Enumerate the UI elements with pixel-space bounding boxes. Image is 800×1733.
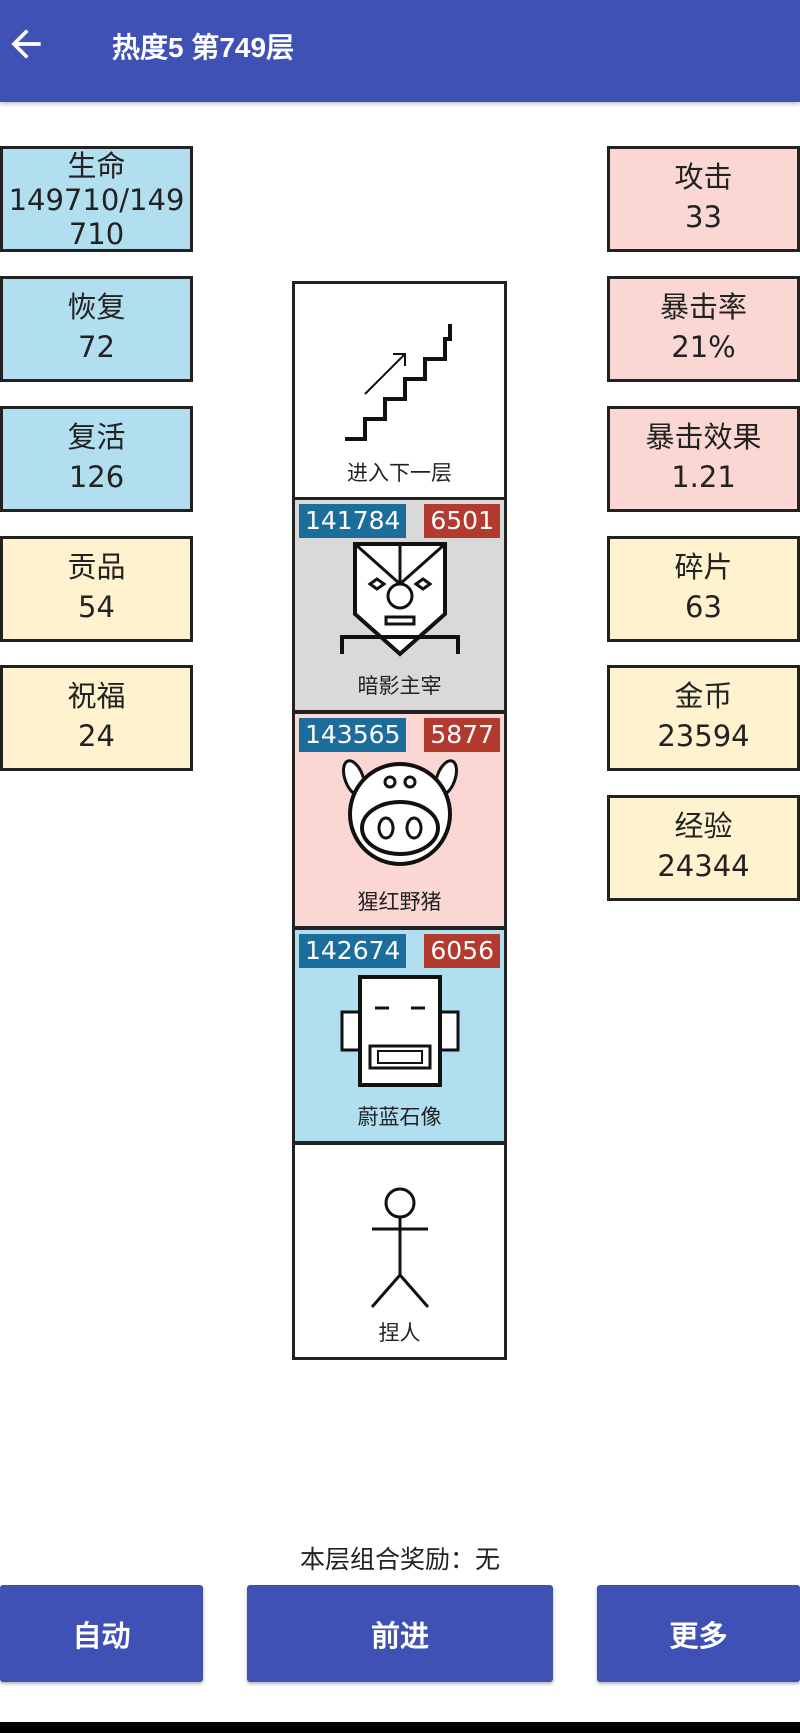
- hp-badge: 141784: [299, 504, 407, 538]
- stat-gold: 金币 23594: [607, 665, 800, 771]
- more-button[interactable]: 更多: [597, 1585, 800, 1682]
- system-nav-bar: [0, 1722, 800, 1733]
- cell-monster[interactable]: 141784 6501 暗影主宰: [292, 497, 507, 713]
- stat-value: 33: [685, 200, 722, 234]
- stat-crit-effect: 暴击效果 1.21: [607, 406, 800, 512]
- forward-button[interactable]: 前进: [247, 1585, 553, 1682]
- auto-button[interactable]: 自动: [0, 1585, 203, 1682]
- combo-reward-text: 本层组合奖励：无: [299, 1545, 500, 1574]
- stat-label: 经验: [674, 809, 733, 843]
- stat-label: 祝福: [67, 679, 126, 713]
- stat-value: 1.21: [671, 460, 736, 494]
- app-bar: 热度5 第749层: [0, 0, 800, 102]
- stat-value: 24344: [657, 849, 750, 883]
- attack-badge: 6501: [424, 504, 500, 538]
- stat-label: 贡品: [67, 550, 126, 584]
- cell-monster[interactable]: 142674 6056 蔚蓝石像: [292, 927, 507, 1144]
- stick-figure-icon: [370, 1187, 429, 1308]
- statue-monster-icon: [340, 975, 459, 1087]
- stat-tribute: 贡品 54: [0, 536, 193, 642]
- stat-regen: 恢复 72: [0, 276, 193, 382]
- stat-label: 复活: [67, 420, 126, 454]
- stat-revive: 复活 126: [0, 406, 193, 512]
- cell-next-floor[interactable]: 进入下一层: [292, 281, 507, 500]
- cell-monster[interactable]: 143565 5877 猩红野猪: [292, 711, 507, 929]
- cell-label: 暗影主宰: [357, 674, 442, 698]
- cell-label: 捏人: [378, 1321, 421, 1345]
- stat-attack: 攻击 33: [607, 146, 800, 252]
- stat-value: 24: [78, 719, 115, 753]
- stat-exp: 经验 24344: [607, 795, 800, 901]
- stat-blessing: 祝福 24: [0, 665, 193, 771]
- attack-badge: 5877: [424, 718, 500, 752]
- stat-crit-rate: 暴击率 21%: [607, 276, 800, 382]
- cell-label: 进入下一层: [347, 461, 452, 485]
- page-title: 热度5 第749层: [112, 32, 295, 63]
- stat-label: 碎片: [674, 550, 733, 584]
- stat-label: 攻击: [674, 160, 733, 194]
- cell-label: 猩红野猪: [357, 890, 442, 914]
- stat-value: 23594: [657, 719, 750, 753]
- cell-player[interactable]: 捏人: [292, 1142, 507, 1360]
- stat-value: 149710/149710: [8, 183, 185, 251]
- arrow-left-icon[interactable]: [4, 22, 48, 66]
- stat-label: 暴击效果: [645, 420, 762, 454]
- hp-badge: 142674: [299, 934, 407, 968]
- stat-value: 21%: [671, 330, 736, 364]
- stat-value: 54: [78, 590, 115, 624]
- stat-value: 72: [78, 330, 115, 364]
- stat-shards: 碎片 63: [607, 536, 800, 642]
- stat-label: 金币: [674, 679, 733, 713]
- pig-monster-icon: [341, 759, 458, 866]
- mask-monster-icon: [339, 542, 460, 657]
- stairs-icon: [344, 324, 452, 441]
- cell-label: 蔚蓝石像: [357, 1105, 442, 1129]
- stat-value: 126: [68, 460, 125, 494]
- stat-label: 生命: [67, 149, 126, 183]
- stat-label: 恢复: [67, 290, 126, 324]
- stat-label: 暴击率: [659, 290, 747, 324]
- attack-badge: 6056: [424, 934, 500, 968]
- stat-value: 63: [685, 590, 722, 624]
- hp-badge: 143565: [299, 718, 407, 752]
